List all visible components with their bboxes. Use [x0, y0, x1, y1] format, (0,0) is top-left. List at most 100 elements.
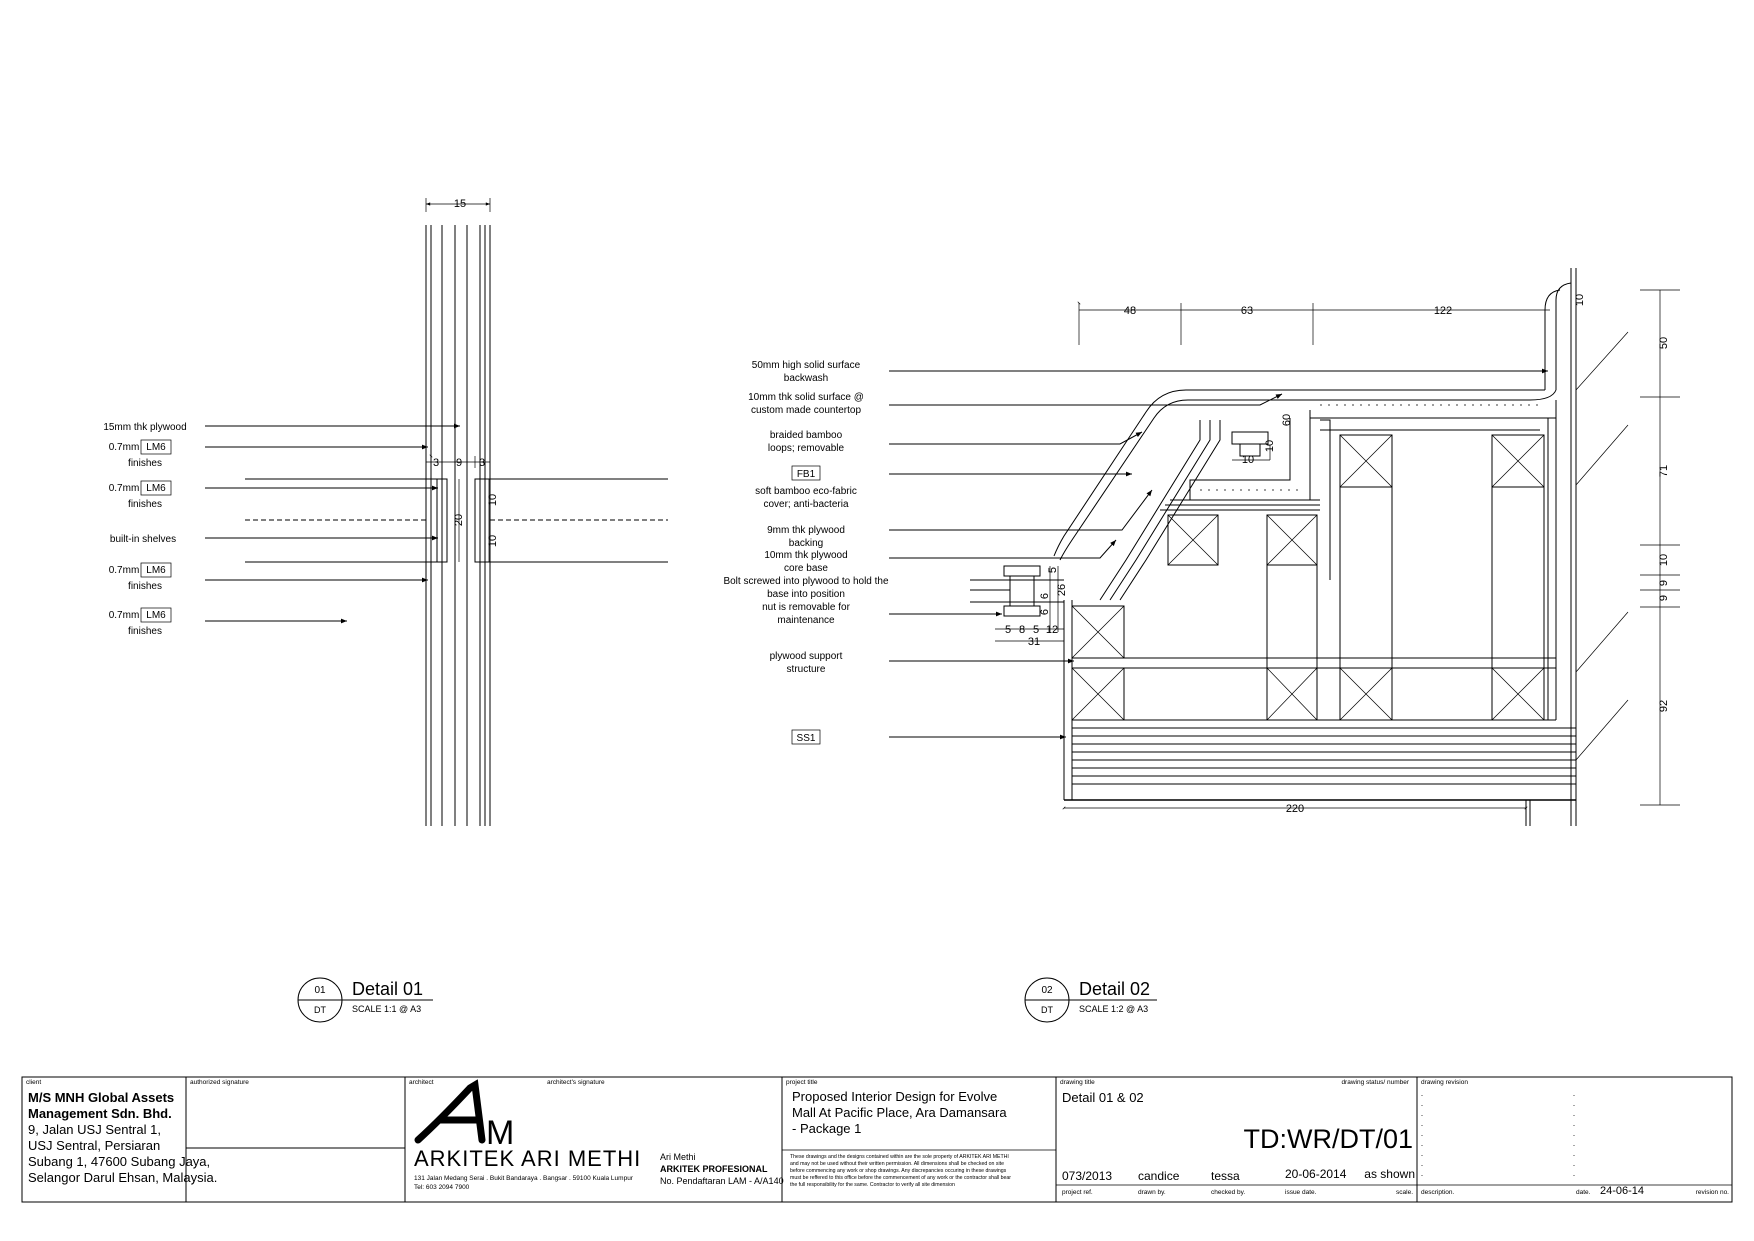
disclaimer-1: These drawings and the designs contained… — [790, 1154, 1009, 1160]
label-backing-1: 9mm thk plywood — [767, 525, 845, 536]
callout02-title: Detail 02 — [1079, 979, 1150, 999]
label-bamboo-loops-1: braided bamboo — [770, 430, 843, 441]
label-lm6-4-prefix: 0.7mm — [109, 610, 140, 621]
label-lm6-2-suffix: finishes — [128, 499, 162, 510]
dim-bolt-h5a: 5 — [1005, 624, 1011, 636]
label-ss1-tag: SS1 — [797, 733, 816, 744]
label-bamboo-loops-2: loops; removable — [768, 443, 845, 454]
project-title-1: Proposed Interior Design for Evolve — [792, 1089, 997, 1104]
disclaimer-4: must be reffered to this office before t… — [790, 1175, 1011, 1181]
label-countertop-2: custom made countertop — [751, 405, 861, 416]
drawing-number: TD:WR/DT/01 — [1243, 1124, 1413, 1154]
dim-inner-60: 60 — [1281, 414, 1293, 426]
label-built-in-shelves: built-in shelves — [110, 534, 176, 545]
architect-label: architect — [409, 1079, 434, 1086]
client-address-1: 9, Jalan USJ Sentral 1, — [28, 1122, 161, 1137]
label-lm6-2-prefix: 0.7mm — [109, 483, 140, 494]
dim-50: 50 — [1658, 337, 1670, 349]
callout02-number: 02 — [1041, 985, 1053, 996]
detail01-shelves — [245, 470, 668, 563]
project-ref-value: 073/2013 — [1062, 1169, 1112, 1183]
client-name-1: M/S MNH Global Assets — [28, 1090, 174, 1105]
detail02-plywood-layers — [1099, 419, 1540, 601]
client-name-2: Management Sdn. Bhd. — [28, 1106, 172, 1121]
detail02-base — [1064, 727, 1576, 826]
dim-bolt-26: 26 — [1056, 584, 1068, 596]
architect-reg: No. Pendaftaran LAM - A/A140 — [660, 1176, 784, 1186]
dim-bolt-6b: 6 — [1039, 609, 1051, 615]
revision-no-label: revision no. — [1696, 1189, 1729, 1196]
dim-10-right: 10 — [1658, 554, 1670, 566]
label-core-base-1: 10mm thk plywood — [764, 550, 847, 561]
callout01-scale: SCALE 1:1 @ A3 — [352, 1004, 421, 1014]
detail01-dim-top: 15 — [425, 198, 491, 212]
label-lm6-4-tag: LM6 — [146, 610, 166, 621]
date-label: date. — [1576, 1189, 1591, 1196]
label-lm6-1-suffix: finishes — [128, 458, 162, 469]
disclaimer-5: the full responsibility for the same. Co… — [790, 1182, 955, 1188]
drawing-title: Detail 01 & 02 — [1062, 1090, 1144, 1105]
label-backing-2: backing — [789, 538, 823, 549]
firm-address: 131 Jalan Medang Serai . Bukit Bandaraya… — [414, 1175, 634, 1182]
label-backwash-1: 50mm high solid surface — [752, 360, 861, 371]
dim-9: 9 — [456, 457, 462, 469]
dim-9-a: 9 — [1658, 580, 1670, 586]
dim-inner-10-v: 10 — [1264, 440, 1276, 452]
detail01-dims-right: 10 20 10 — [453, 479, 499, 562]
label-fb1-tag: FB1 — [797, 469, 816, 480]
dim-bolt-h12: 12 — [1046, 624, 1058, 636]
dim-bolt-h31: 31 — [1028, 636, 1040, 648]
architect-title: ARKITEK PROFESIONAL — [660, 1164, 768, 1174]
drawn-by-value: candice — [1138, 1169, 1180, 1183]
dim-bolt-h5b: 5 — [1033, 624, 1039, 636]
dim-3-left: 3 — [433, 457, 439, 469]
detail02-countertop — [1053, 389, 1557, 561]
dim-corner-10: 10 — [1574, 294, 1586, 306]
detail-02: 48 63 122 10 50 71 10 9 9 92 — [723, 268, 1680, 1023]
client-address-2: USJ Sentral, Persiaran — [28, 1138, 160, 1153]
detail01-panel — [425, 225, 491, 826]
disclaimer-3: before commencing any work or shop drawi… — [790, 1168, 1007, 1174]
detail02-dims-right: 50 71 10 9 9 92 — [1575, 289, 1680, 806]
callout01-ref: DT — [314, 1005, 326, 1015]
drawn-by-label: drawn by. — [1138, 1189, 1166, 1196]
label-lm6-1-prefix: 0.7mm — [109, 442, 140, 453]
dim-63: 63 — [1241, 305, 1253, 317]
label-backwash-2: backwash — [784, 373, 828, 384]
dim-bolt-5: 5 — [1047, 567, 1059, 573]
dim-inner-10-h: 10 — [1242, 454, 1254, 466]
dim-15: 15 — [454, 198, 466, 210]
project-title-3: - Package 1 — [792, 1121, 861, 1136]
checked-by-label: checked by. — [1211, 1189, 1245, 1196]
label-lm6-2-tag: LM6 — [146, 483, 166, 494]
detail02-dims-top: 48 63 122 10 — [1077, 290, 1586, 345]
label-bolt-1: Bolt screwed into plywood to hold the — [723, 576, 889, 587]
scale-label: scale. — [1396, 1189, 1413, 1196]
detail02-dims-inner: 10 60 10 — [1231, 414, 1293, 466]
arm-logo: M — [414, 1079, 514, 1152]
label-lm6-3-prefix: 0.7mm — [109, 565, 140, 576]
drawing-revision-label: drawing revision — [1421, 1079, 1468, 1086]
project-title-2: Mall At Pacific Place, Ara Damansara — [792, 1105, 1007, 1120]
client-label: client — [26, 1079, 41, 1086]
project-ref-label: project ref. — [1062, 1189, 1093, 1196]
project-title-label: project title — [786, 1079, 818, 1086]
disclaimer-2: and may not be used without their writte… — [790, 1161, 1004, 1167]
detail02-dim-bottom: 220 — [1062, 803, 1528, 815]
label-bolt-4: maintenance — [777, 615, 835, 626]
dim-20: 20 — [453, 514, 465, 526]
label-lm6-1-tag: LM6 — [146, 442, 166, 453]
label-fabric-2: cover; anti-bacteria — [763, 499, 848, 510]
detail02-labels: 50mm high solid surface backwash 10mm th… — [723, 360, 1548, 745]
revision-date: 24-06-14 — [1600, 1185, 1644, 1197]
architect-signature-label: architect's signature — [547, 1079, 605, 1086]
client-address-3: Subang 1, 47600 Subang Jaya, — [28, 1154, 210, 1169]
label-fabric-1: soft bamboo eco-fabric — [755, 486, 857, 497]
label-bolt-2: base into position — [767, 589, 845, 600]
dim-bolt-6a: 6 — [1039, 593, 1051, 599]
detail02-support-structure — [1063, 418, 1557, 800]
dim-10-bottom: 10 — [487, 535, 499, 547]
dim-92: 92 — [1658, 700, 1670, 712]
firm-name: ARKITEK ARI METHI — [414, 1146, 641, 1171]
